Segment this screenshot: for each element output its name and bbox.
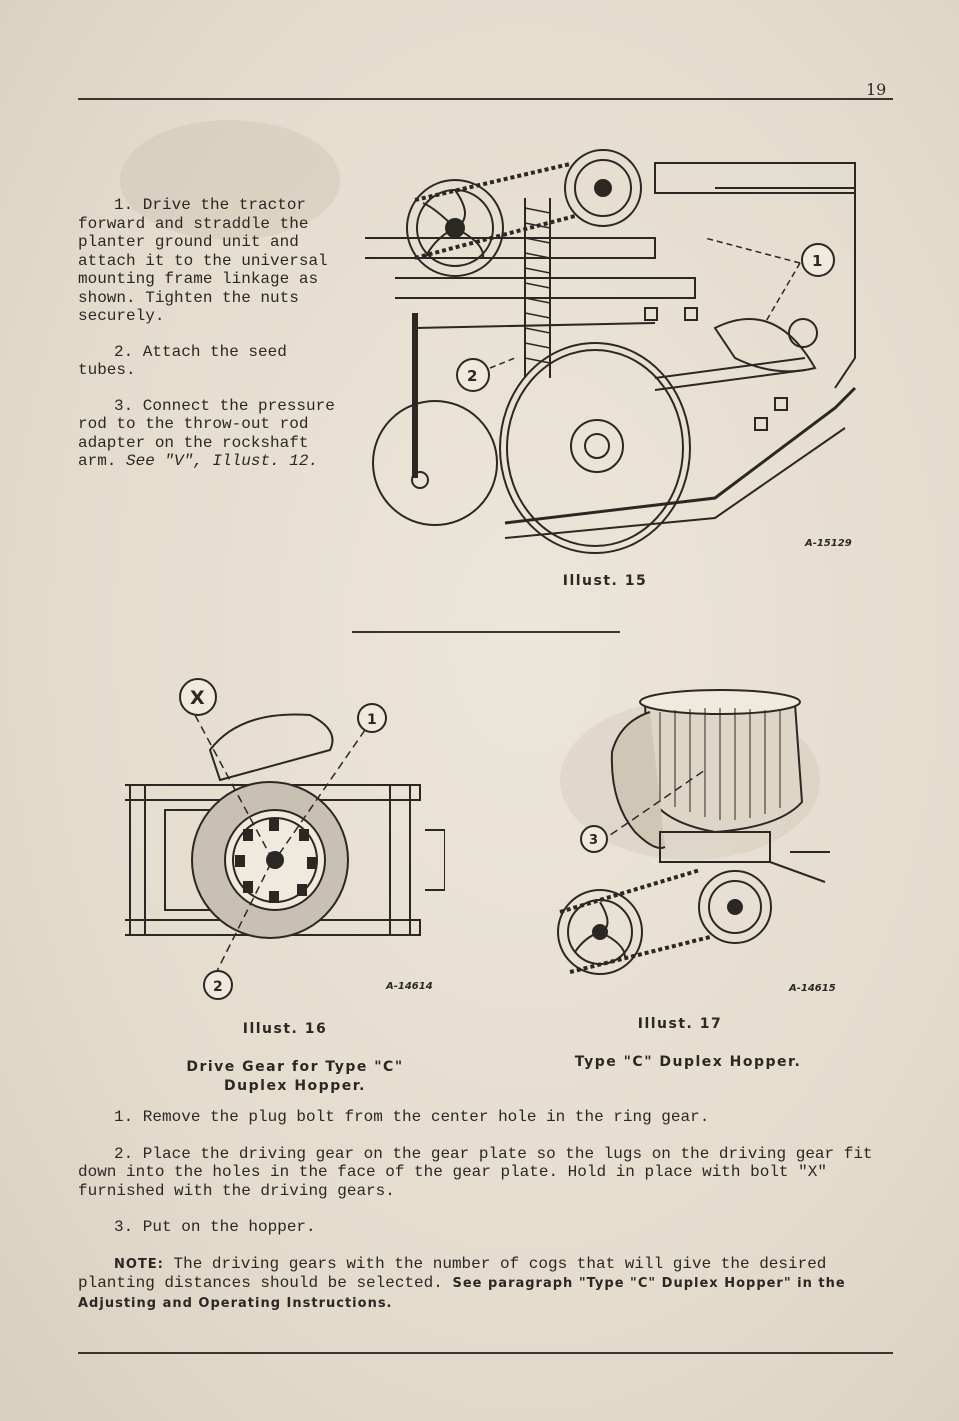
callout-x: X [190, 687, 205, 709]
title-line-2: Duplex Hopper. [224, 1078, 366, 1094]
top-rule [78, 98, 893, 100]
duplex-hopper-drawing: 3 [557, 689, 830, 975]
step-3-text: 3. Connect the pressure rod to the throw… [78, 396, 335, 471]
illustration-16: X 1 2 [120, 670, 445, 1000]
illustration-16-caption: Illust. 16 [242, 1021, 328, 1037]
gear-step-1: 1. Remove the plug bolt from the center … [114, 1108, 710, 1126]
callout-3: 3 [589, 833, 598, 848]
illustration-16-title: Drive Gear for Type "C" Duplex Hopper. [150, 1058, 440, 1096]
drive-gear-drawing: X 1 2 [125, 678, 445, 1000]
figure-code-17: A-14615 [789, 983, 836, 994]
step-1: 1. Drive the tractor forward and straddl… [78, 196, 328, 325]
planter-mounting-drawing: 1 2 [365, 149, 857, 554]
gear-step-2: 2. Place the driving gear on the gear pl… [78, 1144, 873, 1200]
assembly-steps: 1. Drive the tractor forward and straddl… [78, 196, 343, 488]
section-divider [352, 631, 620, 633]
step-3-reference: See "V", Illust. 12. [126, 452, 319, 470]
note-paragraph: NOTE: The driving gears with the number … [78, 1255, 888, 1314]
illustration-17: 3 [540, 682, 830, 1004]
page-number: 19 [866, 80, 887, 99]
callout-2: 2 [213, 979, 223, 995]
note-label: NOTE: [114, 1256, 164, 1272]
gear-install-steps: 1. Remove the plug bolt from the center … [78, 1108, 888, 1331]
note-reference: See paragraph "Type "C" Duplex Hopper" i… [78, 1276, 846, 1311]
callout-2: 2 [467, 367, 477, 385]
callout-1: 1 [367, 712, 377, 728]
callout-1: 1 [812, 252, 822, 270]
illustration-17-title: Type "C" Duplex Hopper. [574, 1054, 802, 1070]
step-3: 3. Connect the pressure rod to the throw… [78, 397, 343, 471]
bottom-rule [78, 1352, 893, 1354]
gear-step-3: 3. Put on the hopper. [114, 1218, 316, 1236]
step-2: 2. Attach the seed tubes. [78, 342, 287, 380]
note-text: The driving gears with the number of cog… [78, 1254, 827, 1293]
figure-code-16: A-14614 [386, 981, 433, 992]
figure-code: A-15129 [805, 538, 852, 549]
illustration-17-caption: Illust. 17 [637, 1016, 723, 1032]
illustration-15-caption: Illust. 15 [562, 573, 648, 589]
title-line-1: Drive Gear for Type "C" [186, 1059, 404, 1075]
paper-stain [120, 120, 340, 240]
illustration-15: 1 2 A-15129 [355, 128, 865, 558]
